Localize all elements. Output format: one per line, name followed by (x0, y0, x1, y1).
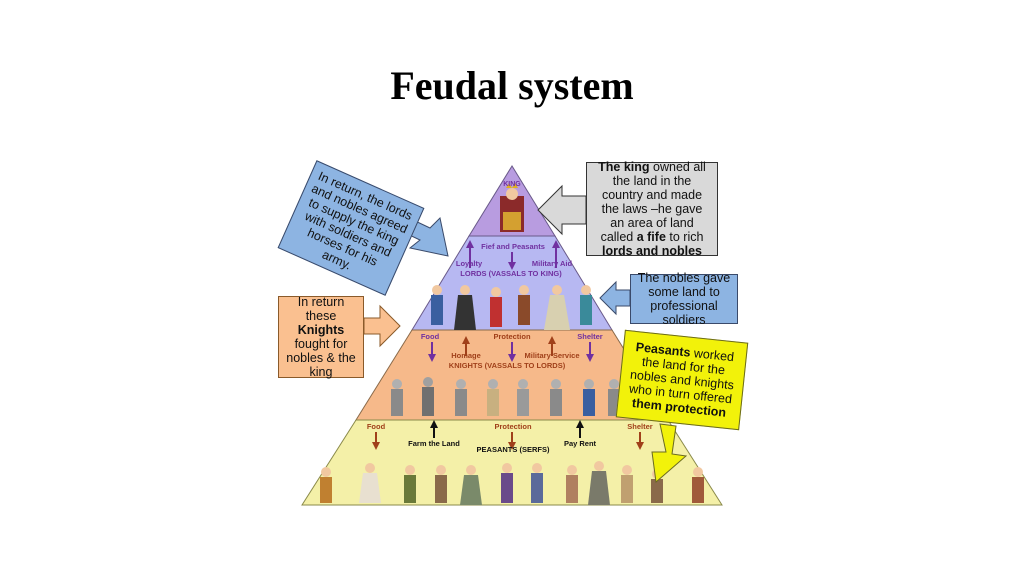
peasants-arrows (372, 420, 644, 450)
lords-figures (431, 285, 592, 330)
pay-rent-label: Pay Rent (564, 439, 597, 448)
peasants-worked-text: Peasants worked the land for the nobles … (624, 339, 741, 420)
homage-label: Homage (451, 351, 481, 360)
knights-callout-arrow (363, 304, 401, 348)
food-label-2: Food (367, 422, 386, 431)
shelter-label-2: Shelter (627, 422, 653, 431)
king-owned-text: The king owned all the land in the count… (593, 160, 711, 258)
military-aid-label: Military Aid (532, 259, 573, 268)
king-owned-bold-3: lords and nobles (601, 244, 702, 258)
nobles-gave-text: The nobles gave some land to professiona… (637, 271, 731, 327)
peasants-worked-callout: Peasants worked the land for the nobles … (615, 329, 749, 431)
knights-arrows (428, 336, 594, 362)
protection-label-2: Protection (494, 422, 532, 431)
king-owned-bold-2: a fife (636, 230, 666, 244)
lords-arrows (466, 240, 560, 270)
king-owned-callout: The king owned all the land in the count… (586, 160, 718, 258)
peasants-callout-arrow (651, 423, 688, 483)
shelter-label-1: Shelter (577, 332, 603, 341)
slide-title: Feudal system (390, 63, 634, 108)
knights-fought-text: In return these Knights fought for noble… (285, 295, 357, 379)
knights-fought-callout: In return these Knights fought for noble… (278, 295, 364, 379)
king-callout-arrow (537, 184, 587, 236)
king-label: KING (503, 181, 521, 188)
fief-label: Fief and Peasants (481, 242, 545, 251)
king-owned-bold-1: The king (598, 160, 650, 174)
nobles-gave-callout: The nobles gave some land to professiona… (630, 271, 738, 327)
king-owned-text-1: owned all the land in the country and ma… (600, 160, 706, 244)
food-label-1: Food (421, 332, 440, 341)
farm-the-land-label-text: Farm the Land (408, 439, 460, 448)
loyalty-label: Loyalty (456, 259, 483, 268)
nobles-callout-arrow (599, 280, 631, 316)
military-service-label: Military Service (524, 351, 579, 360)
knights-label: KNIGHTS (VASSALS TO LORDS) (449, 361, 566, 370)
peasants-figures (320, 461, 704, 505)
knights-figures (391, 377, 620, 416)
knights-text-1: In return these (297, 295, 345, 323)
knights-bold: Knights (297, 323, 345, 337)
protection-label-1: Protection (493, 332, 531, 341)
king-figure (500, 183, 524, 232)
farm-the-land-label: Farm the Land (408, 439, 460, 448)
lords-label: LORDS (VASSALS TO KING) (460, 269, 562, 278)
peasants-label: PEASANTS (SERFS) (477, 445, 550, 454)
knights-text-2: fought for nobles & the king (286, 337, 356, 379)
king-owned-text-2: to rich (665, 230, 704, 244)
